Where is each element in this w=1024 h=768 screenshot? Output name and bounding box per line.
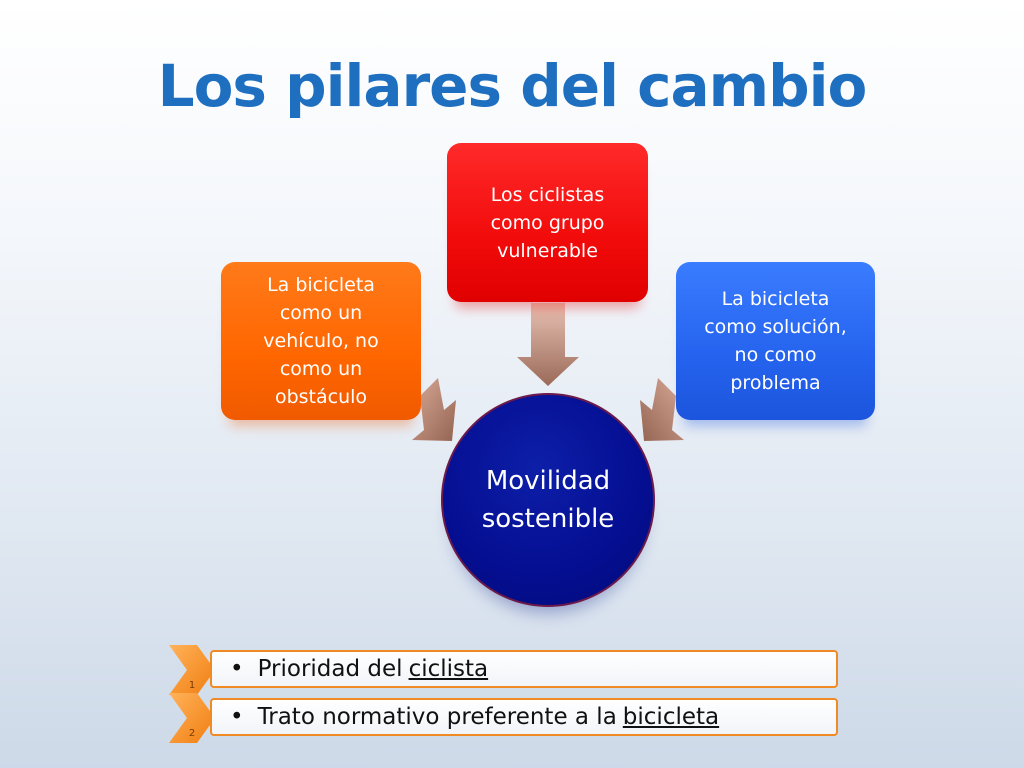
list-item-link[interactable]: ciclista xyxy=(408,656,489,682)
center-node-line: Movilidad xyxy=(485,466,611,496)
pillar-vehicle-line: obstáculo xyxy=(274,386,368,408)
pillar-vulnerable-line: vulnerable xyxy=(497,239,598,262)
list-item-priority: • Prioridad del ciclista xyxy=(210,650,838,688)
list-marker-1-shape xyxy=(169,645,215,695)
arrow-right-to-center xyxy=(640,378,684,441)
list-item-text: Prioridad del xyxy=(257,656,403,682)
pillar-vehicle-line: La bicicleta xyxy=(267,274,375,296)
list-item-text: Trato normativo preferente a la xyxy=(257,704,617,730)
bullet-icon: • xyxy=(230,656,244,682)
list-marker-2-shape xyxy=(169,693,215,743)
pillar-solution-line: La bicicleta xyxy=(721,288,830,310)
pillar-solution-line: como solución, xyxy=(704,316,847,338)
pillar-vulnerable-line: Los ciclistas xyxy=(490,183,605,206)
pillar-vulnerable-line: como grupo xyxy=(490,211,605,234)
pillar-vehicle-box: La bicicleta como un vehículo, no como u… xyxy=(221,262,421,420)
pillar-vulnerable-box: Los ciclistas como grupo vulnerable xyxy=(447,143,648,302)
list-item-link[interactable]: bicicleta xyxy=(622,704,720,730)
pillar-vehicle-line: como un xyxy=(279,358,363,380)
center-node-line: sostenible xyxy=(481,504,615,534)
pillar-solution-box: La bicicleta como solución, no como prob… xyxy=(676,262,875,420)
center-node-sustainable-mobility: Movilidad sostenible xyxy=(441,393,655,607)
pillar-vehicle-line: como un xyxy=(279,302,363,324)
pillar-vehicle-line: vehículo, no xyxy=(263,330,379,352)
bullet-icon: • xyxy=(230,704,244,730)
list-item-regulatory: • Trato normativo preferente a la bicicl… xyxy=(210,698,838,736)
pillar-solution-line: problema xyxy=(730,372,821,394)
pillar-solution-line: no como xyxy=(734,344,817,366)
arrow-left-to-center xyxy=(412,378,456,441)
list-number-2: 2 xyxy=(188,728,196,739)
list-number-1: 1 xyxy=(188,680,196,691)
arrow-top-to-center xyxy=(517,303,579,386)
slide-title: Los pilares del cambio xyxy=(157,52,868,120)
